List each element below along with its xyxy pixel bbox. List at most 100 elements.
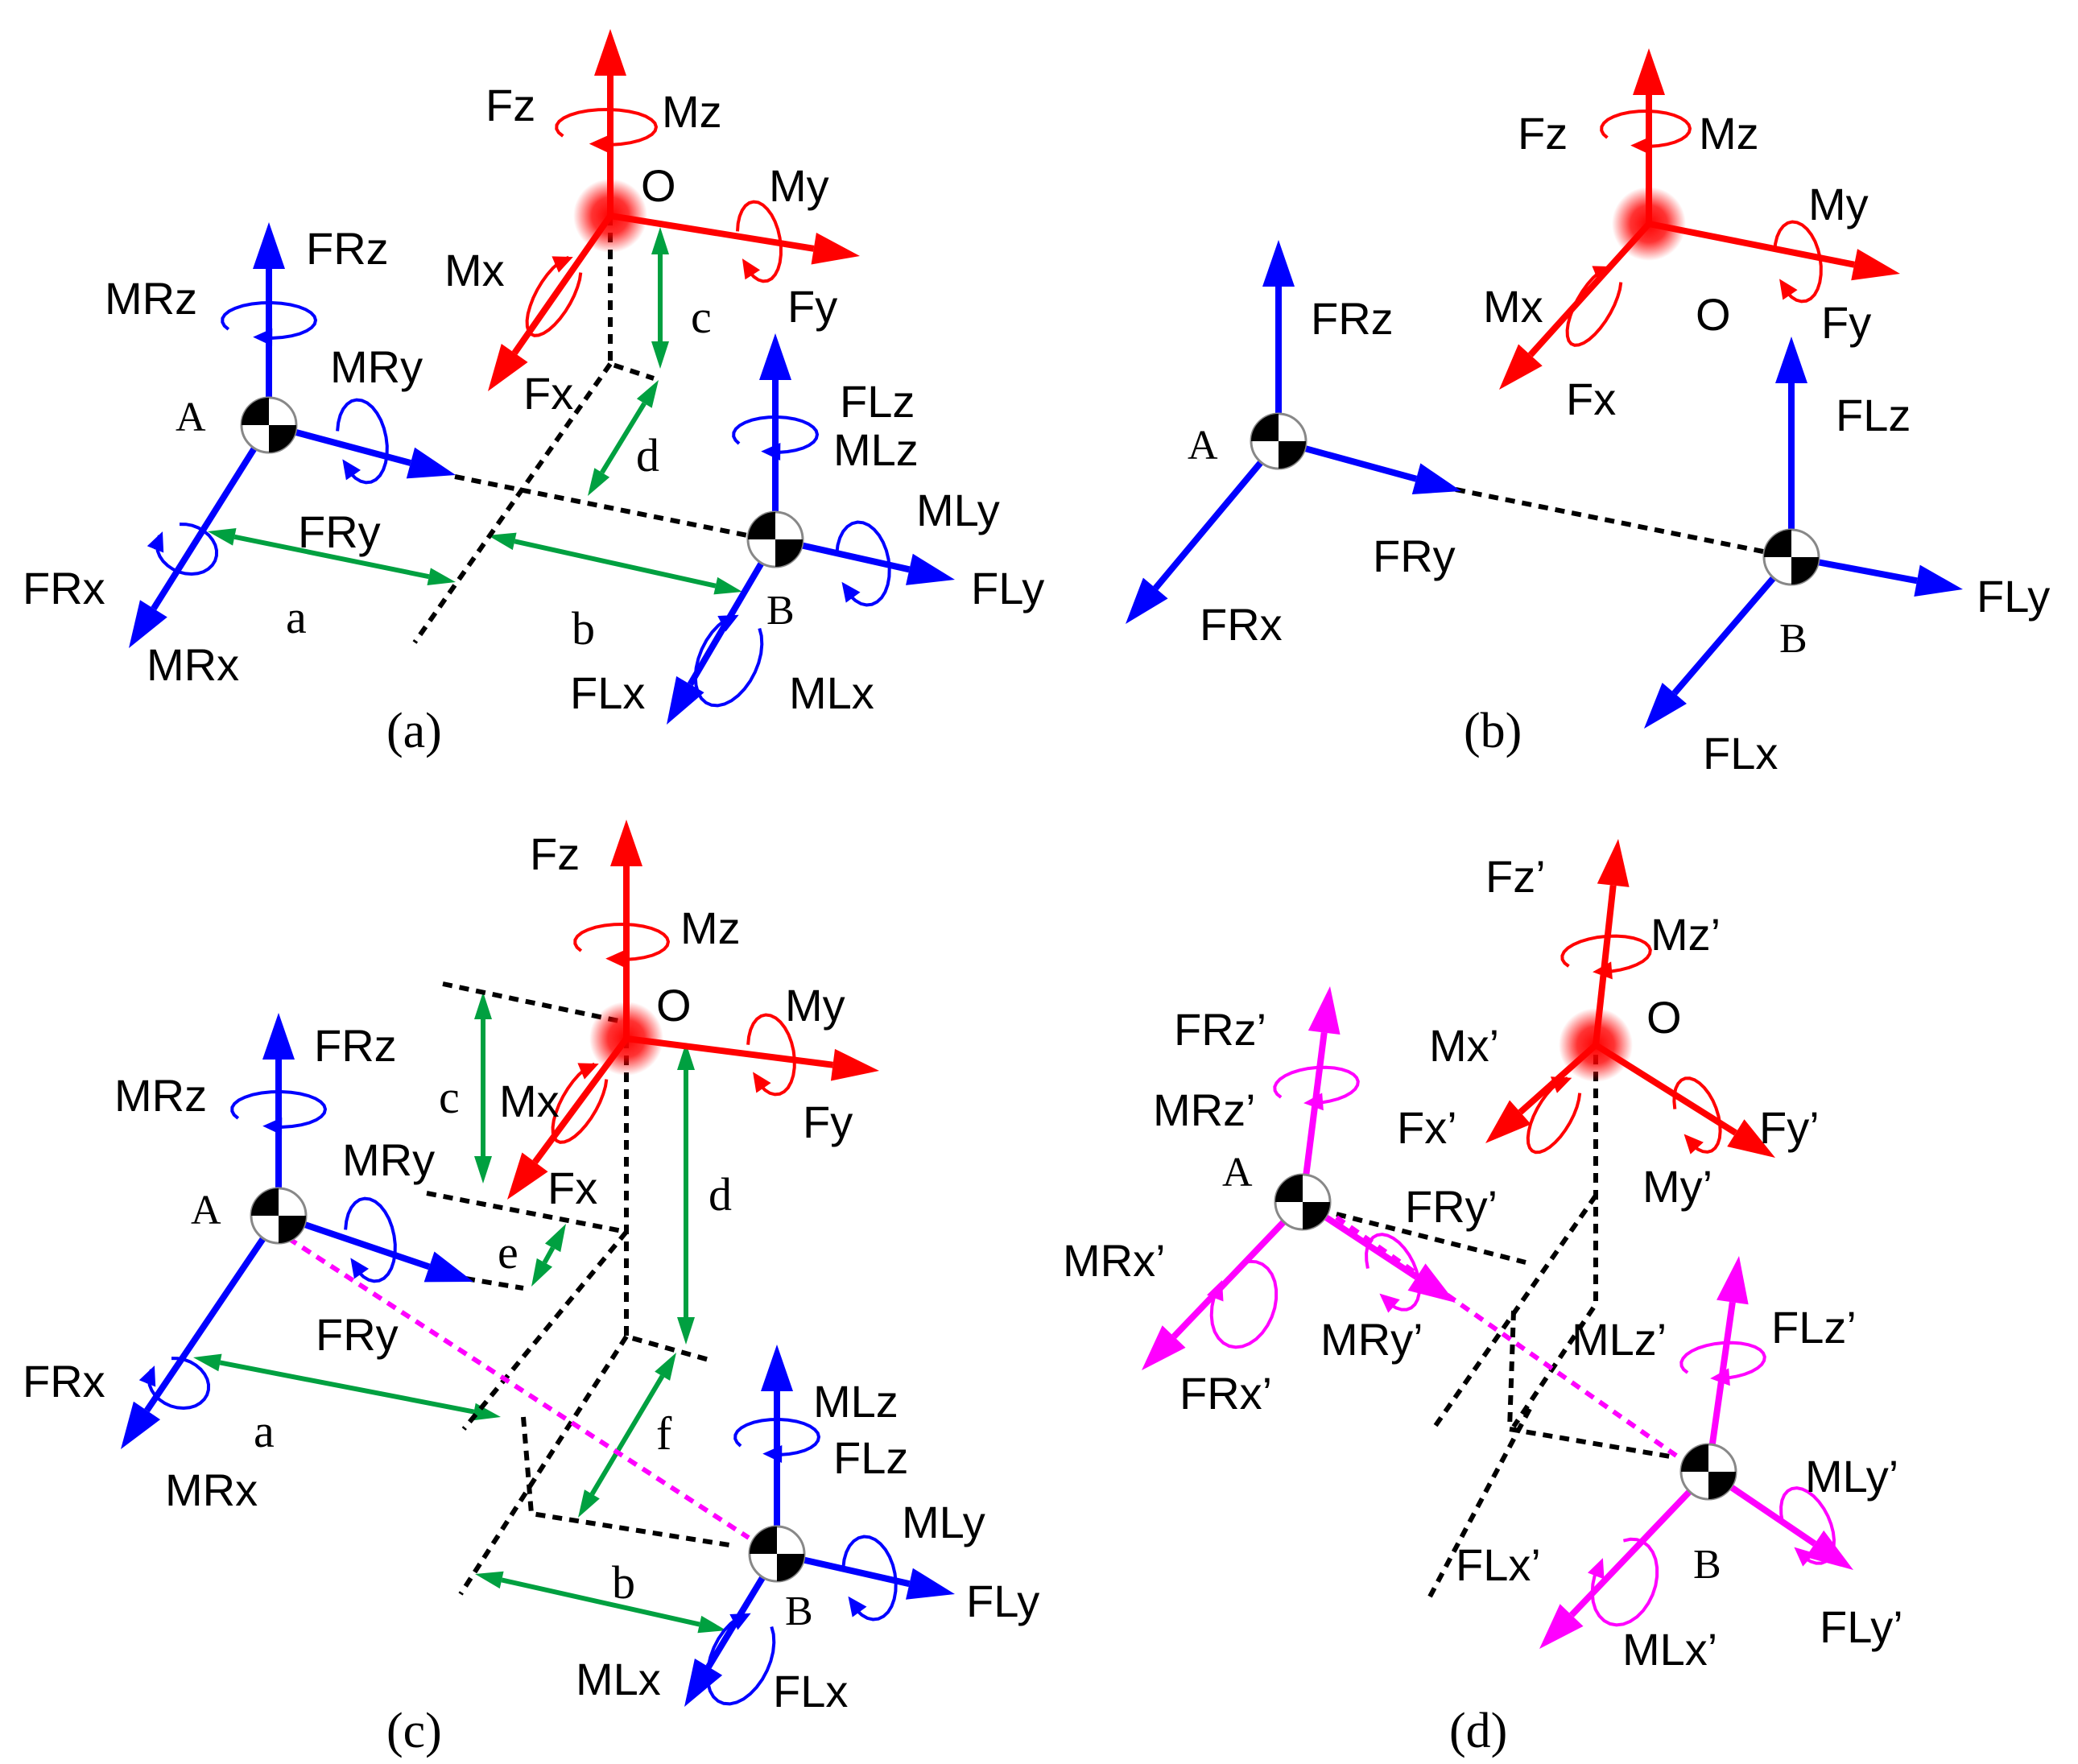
label-b: b [612, 1556, 635, 1609]
a-dim-b-head-end [713, 576, 742, 595]
a-moment-mlx [693, 615, 764, 708]
c-arrow-fry-head [423, 1251, 473, 1283]
a-dim-c-head-end [651, 341, 669, 369]
label-frx: FRx [1200, 599, 1283, 650]
c-dash-e-bottom [465, 1276, 524, 1291]
a-moment-mx-head [552, 256, 573, 273]
c-dim-f [589, 1374, 665, 1496]
a-moment-mly-head [841, 581, 861, 603]
label-mry: MRy [342, 1134, 435, 1185]
a-dim-d-head-end [588, 468, 610, 496]
a-arrow-fry-head [406, 447, 456, 479]
label-fy: Fy [787, 281, 837, 332]
label-fry: FRy’ [1405, 1181, 1498, 1232]
c-moment-mlx [705, 1613, 776, 1706]
label-b: B [1779, 616, 1807, 662]
a-body-origin [573, 179, 647, 253]
d-arrow-frz-head [1308, 986, 1341, 1035]
label-fry: FRy [298, 506, 381, 557]
d-body-origin [1559, 1008, 1633, 1082]
d-dash-short-vertical [1507, 1310, 1516, 1430]
c-moment-my-head [753, 1072, 771, 1093]
d-arrow-flx [1569, 1469, 1711, 1617]
label-a: A [191, 1188, 221, 1233]
a-com-a-quadrant-2 [269, 425, 296, 452]
c-dim-b-head-start [475, 1571, 504, 1589]
c-dim-b [501, 1577, 700, 1627]
c-dash-top [442, 981, 627, 1025]
label-mrz: MRz [105, 273, 197, 324]
d-moment-mrx [1209, 1259, 1279, 1349]
label-c: c [691, 291, 712, 343]
label-mlx: MLx’ [1622, 1624, 1717, 1675]
label-d: d [636, 429, 659, 481]
c-arrow-frx [144, 1213, 282, 1413]
a-com-b-quadrant-2 [775, 539, 803, 567]
a-moment-mz [555, 107, 659, 147]
label-fx: Fx [1566, 374, 1616, 424]
label-o: O [641, 160, 676, 211]
d-arrow-flz-head [1717, 1256, 1749, 1305]
label-mly: MLy [916, 485, 1000, 535]
a-arrow-fly-head [906, 553, 955, 585]
label-fly: FLy [1977, 571, 2050, 622]
label-o: O [1646, 992, 1682, 1043]
c-moment-mx-head [577, 1063, 599, 1080]
b-dash-ab [1455, 487, 1764, 554]
c-moment-mx [551, 1062, 609, 1144]
b-arrow-flz-head [1775, 337, 1807, 383]
panel-caption-a: (a) [386, 704, 442, 758]
d-arrow-fx-head [1485, 1100, 1531, 1143]
label-a: A [1188, 423, 1218, 469]
label-fy: Fy [1821, 297, 1871, 348]
label-a: a [286, 591, 307, 643]
a-dim-a [233, 534, 430, 580]
c-com-b-quadrant-2 [777, 1554, 804, 1581]
a-arrow-fx-head [488, 343, 528, 391]
c-moment-mly-head [848, 1596, 867, 1617]
label-mly: MLy’ [1805, 1451, 1898, 1502]
label-frz: FRz [306, 223, 389, 274]
label-mx: Mx’ [1429, 1020, 1499, 1071]
label-fx: Fx’ [1397, 1102, 1457, 1153]
b-arrow-frx-head [1126, 577, 1168, 624]
label-flz: FLz [833, 1432, 908, 1483]
label-fz: Fz’ [1485, 851, 1546, 902]
label-flz: FLz’ [1771, 1302, 1857, 1353]
a-dim-a-head-start [208, 528, 237, 546]
b-arrow-flx [1671, 555, 1795, 696]
label-c: c [439, 1071, 460, 1123]
a-dim-b [514, 539, 717, 589]
c-moment-mlx-head [729, 1613, 751, 1630]
label-fz: Fz [530, 828, 580, 879]
panel-caption-b: (b) [1464, 704, 1522, 758]
label-flx: FLx [570, 667, 645, 718]
d-moment-mrz [1273, 1065, 1360, 1105]
a-arrow-frx-head [129, 600, 167, 648]
label-frz: FRz [314, 1020, 397, 1071]
d-dash-lower-diagonal [1427, 1407, 1532, 1600]
d-moment-mz [1560, 934, 1652, 974]
a-moment-mry [336, 398, 389, 485]
label-mz: Mz [1699, 108, 1759, 159]
label-frz: FRz [1311, 293, 1394, 344]
a-arrow-fy-head [811, 233, 860, 265]
label-mly: MLy [902, 1497, 985, 1547]
label-fy: Fy [803, 1097, 853, 1147]
c-com-a-quadrant-2 [279, 1216, 306, 1243]
b-moment-my-head [1779, 279, 1798, 300]
a-moment-mrx-head [147, 531, 164, 553]
b-arrow-fry-head [1411, 463, 1461, 495]
label-my: My [1808, 179, 1869, 229]
d-moment-mx [1526, 1076, 1582, 1155]
label-flz: FLz [840, 376, 915, 427]
d-com-b-quadrant-2 [1708, 1472, 1736, 1499]
c-moment-mrz [230, 1089, 328, 1129]
b-arrow-fy-head [1851, 249, 1900, 281]
c-arrow-fly-head [906, 1568, 955, 1600]
c-arrow-flx-head [684, 1659, 723, 1707]
b-arrow-frx [1153, 439, 1282, 591]
label-frz: FRz’ [1174, 1004, 1266, 1055]
d-arrow-fly-head [1805, 1530, 1853, 1570]
